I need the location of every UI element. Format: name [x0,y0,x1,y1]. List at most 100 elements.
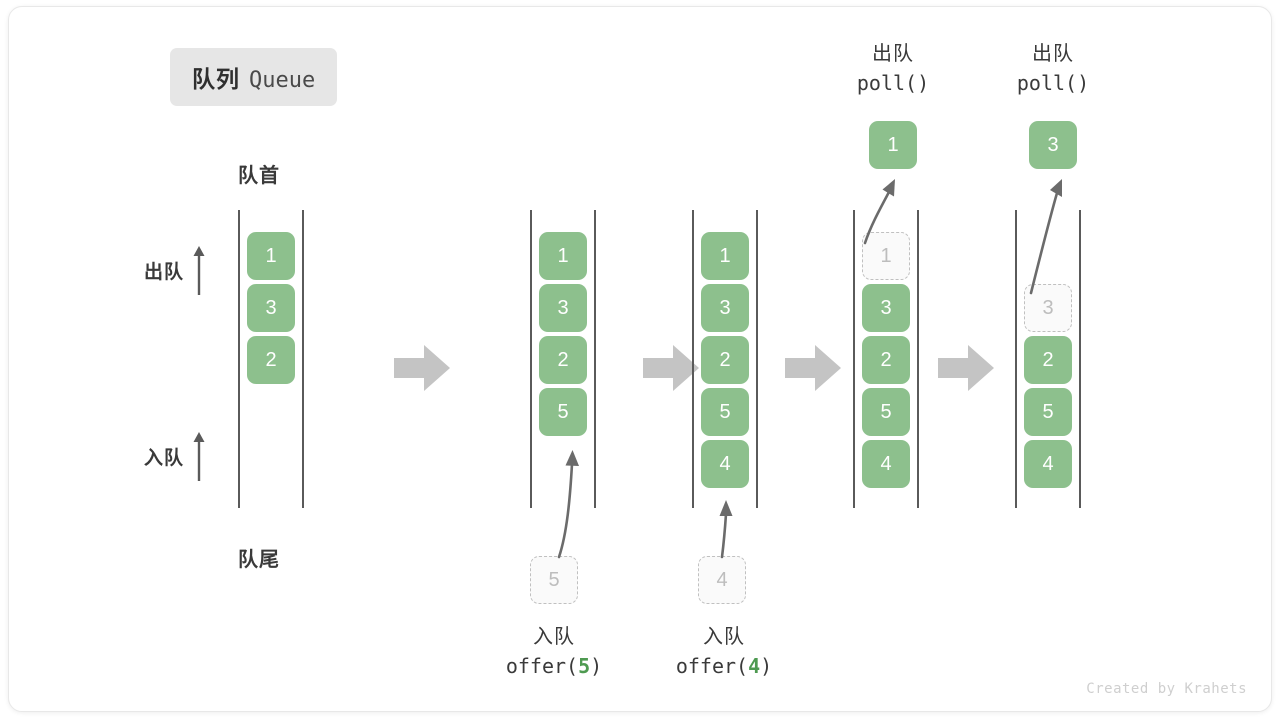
side-op-enqueue: 入队 [144,430,206,482]
incoming-element-4: 4 [698,556,746,604]
diagram-stage: 队列 Queue 队首 队尾 出队 入队 1 3 2 [9,7,1271,711]
incoming-element-5: 5 [530,556,578,604]
queue-cell: 2 [539,336,587,384]
side-op-dequeue-label: 出队 [144,261,185,283]
queue-cell: 2 [862,336,910,384]
op-caption-line2: poll() [813,71,973,95]
op-fn-arg: 5 [578,654,591,678]
queue-cell: 4 [1024,440,1072,488]
ghost-cell: 4 [698,556,746,604]
step-arrow-1 [394,345,450,396]
queue-slot: 1 [862,232,910,280]
queue-column-initial: 1 3 2 [238,210,304,508]
queue-slot: 3 [862,284,910,332]
queue-cell: 1 [539,232,587,280]
op-caption-offer-4: 入队 offer(4) [644,620,804,678]
queue-cell: 3 [701,284,749,332]
rail-right [302,210,304,508]
rail-left [1015,210,1017,508]
dequeue-up-arrow-icon [193,246,205,295]
rail-left [238,210,240,508]
queue-tail-label: 队尾 [238,549,280,571]
queue-cell: 2 [701,336,749,384]
step-arrow-2 [643,345,699,396]
ghost-cell: 1 [862,232,910,280]
enqueue-connector-arrow-5 [557,450,579,559]
rail-right [756,210,758,508]
queue-cell: 5 [701,388,749,436]
queue-column-after-offer-4: 1 3 2 5 4 [692,210,758,508]
queue-slot: 5 [539,388,587,436]
queue-slot: 2 [539,336,587,384]
op-caption-line2: offer(5) [474,654,634,678]
queue-cell: 3 [862,284,910,332]
queue-cell: 5 [539,388,587,436]
op-caption-line1: 出队 [872,43,914,65]
queue-cell: 4 [701,440,749,488]
queue-slot: 2 [1024,336,1072,384]
title-chinese: 队列 [192,66,240,92]
op-fn-close: ) [590,654,603,678]
op-fn-close: ) [760,654,773,678]
queue-slot: 3 [701,284,749,332]
outgoing-element-1: 1 [869,121,917,169]
queue-slot: 5 [862,388,910,436]
op-caption-line2: poll() [973,71,1133,95]
op-fn-name: poll() [1016,71,1090,95]
queue-column-after-offer-5: 1 3 2 5 [530,210,596,508]
op-fn-name: offer( [675,654,749,678]
op-caption-line2: offer(4) [644,654,804,678]
queue-slot: 2 [247,336,295,384]
queue-cell: 3 [539,284,587,332]
ghost-cell: 5 [530,556,578,604]
title-english: Queue [249,68,316,93]
op-fn-name: poll() [856,71,930,95]
op-caption-poll-1: 出队 poll() [813,37,973,95]
enqueue-up-arrow-icon [193,432,205,481]
queue-slot: 4 [862,440,910,488]
enqueue-connector-arrow-4 [719,500,733,559]
op-caption-line1: 入队 [533,626,575,648]
op-caption-offer-5: 入队 offer(5) [474,620,634,678]
queue-cell: 2 [1024,336,1072,384]
rail-right [594,210,596,508]
op-caption-line1: 入队 [703,626,745,648]
queue-cell: 3 [1029,121,1077,169]
queue-head-label: 队首 [238,165,280,187]
rail-right [1079,210,1081,508]
outgoing-element-3: 3 [1029,121,1077,169]
queue-cell: 5 [862,388,910,436]
dequeue-connector-arrow-3 [1029,179,1062,295]
queue-cell: 2 [247,336,295,384]
queue-slot: 1 [701,232,749,280]
dequeue-connector-arrow-1 [863,179,895,245]
rail-right [917,210,919,508]
rail-left [530,210,532,508]
queue-slot: 5 [701,388,749,436]
queue-slot: 2 [862,336,910,384]
op-fn-arg: 4 [748,654,761,678]
queue-cell: 5 [1024,388,1072,436]
rail-left [692,210,694,508]
queue-cell: 1 [247,232,295,280]
queue-slot: 3 [539,284,587,332]
step-arrow-4 [938,345,994,396]
queue-slot: 4 [1024,440,1072,488]
queue-cell: 1 [869,121,917,169]
op-caption-poll-3: 出队 poll() [973,37,1133,95]
queue-cell: 3 [247,284,295,332]
op-fn-name: offer( [505,654,579,678]
queue-cell: 1 [701,232,749,280]
queue-slot: 1 [539,232,587,280]
footer-credit: Created by Krahets [1086,681,1247,697]
rail-left [853,210,855,508]
queue-slot: 4 [701,440,749,488]
queue-cell: 4 [862,440,910,488]
diagram-card: 队列 Queue 队首 队尾 出队 入队 1 3 2 [8,6,1272,712]
queue-slot: 3 [247,284,295,332]
side-op-enqueue-label: 入队 [144,447,185,469]
op-caption-line1: 出队 [1032,43,1074,65]
queue-column-after-poll-3: 3 2 5 4 [1015,210,1081,508]
queue-column-after-poll-1: 1 3 2 5 4 [853,210,919,508]
side-op-dequeue: 出队 [144,244,206,296]
